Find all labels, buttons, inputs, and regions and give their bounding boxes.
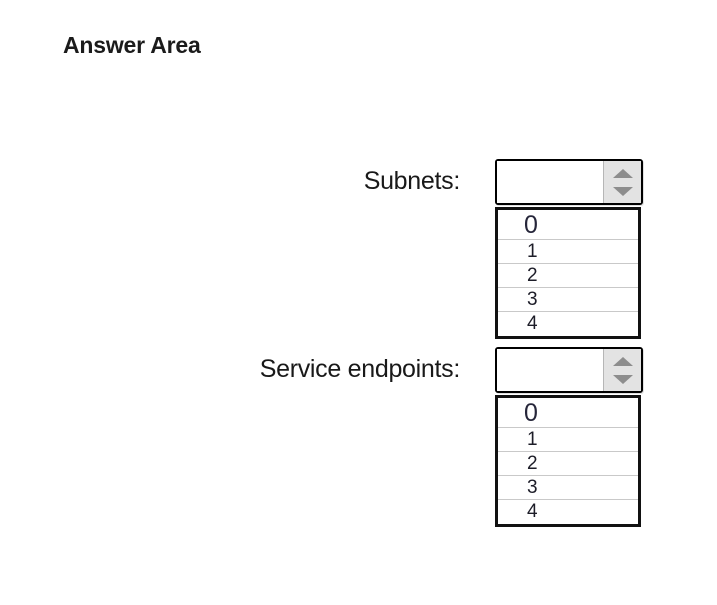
spinner-up-button-subnets[interactable] <box>611 166 635 181</box>
spinner-down-button-subnets[interactable] <box>611 184 635 199</box>
option-item[interactable]: 4 <box>498 312 638 336</box>
spinner-down-button-service-endpoints[interactable] <box>611 372 635 387</box>
triangle-up-icon <box>612 356 633 366</box>
option-item[interactable]: 1 <box>498 240 638 264</box>
option-item[interactable]: 4 <box>498 500 638 524</box>
option-item[interactable]: 0 <box>498 210 638 240</box>
option-list-service-endpoints[interactable]: 0 1 2 3 4 <box>495 395 641 527</box>
spinner-service-endpoints[interactable] <box>603 349 641 391</box>
option-item[interactable]: 0 <box>498 398 638 428</box>
spinner-subnets[interactable] <box>603 161 641 203</box>
combobox-input-subnets[interactable] <box>497 161 603 203</box>
option-item[interactable]: 2 <box>498 452 638 476</box>
page-title: Answer Area <box>63 32 201 58</box>
option-list-subnets[interactable]: 0 1 2 3 4 <box>495 207 641 339</box>
option-item[interactable]: 3 <box>498 288 638 312</box>
field-label-subnets: Subnets: <box>363 167 461 195</box>
option-item[interactable]: 1 <box>498 428 638 452</box>
combobox-input-service-endpoints[interactable] <box>497 349 603 391</box>
triangle-down-icon <box>612 374 633 384</box>
combobox-service-endpoints[interactable] <box>495 347 643 393</box>
option-item[interactable]: 3 <box>498 476 638 500</box>
spinner-up-button-service-endpoints[interactable] <box>611 354 635 369</box>
triangle-up-icon <box>612 168 633 178</box>
field-label-service-endpoints: Service endpoints: <box>259 355 461 383</box>
triangle-down-icon <box>612 186 633 196</box>
combobox-subnets[interactable] <box>495 159 643 205</box>
option-item[interactable]: 2 <box>498 264 638 288</box>
